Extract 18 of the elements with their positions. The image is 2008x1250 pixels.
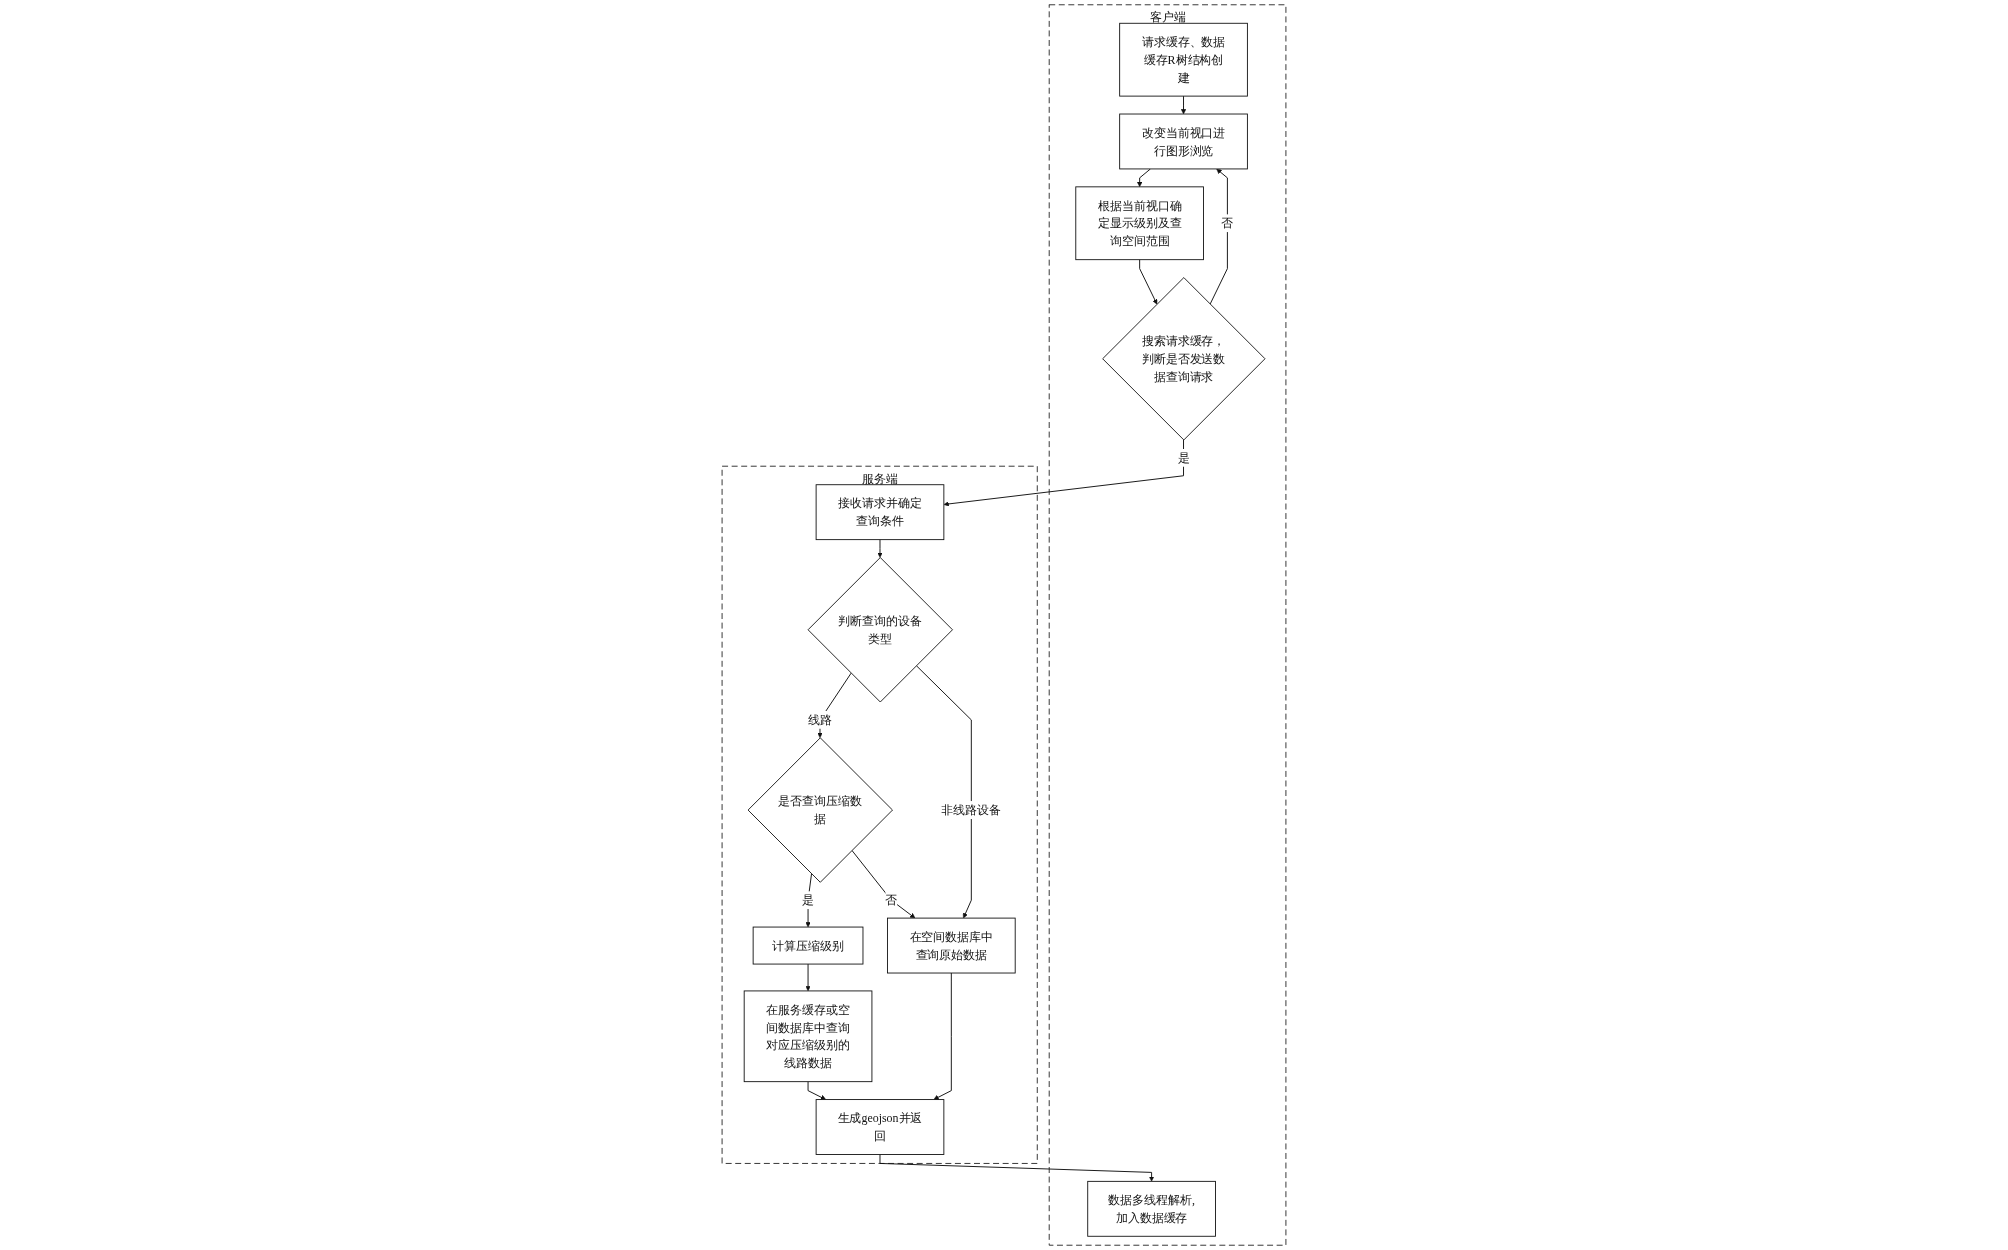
node-diamond: 搜索请求缓存，判断是否发送数据查询请求 — [1102, 277, 1266, 441]
node-box: 在服务缓存或空间数据库中查询对应压缩级别的线路数据 — [743, 990, 873, 1083]
node-box: 生成geojson并返回 — [815, 1099, 945, 1155]
edge-label: 是 — [802, 893, 815, 907]
edge-label: 线路 — [808, 713, 832, 727]
node-box: 接收请求并确定查询条件 — [815, 484, 945, 541]
node-box: 改变当前视口进行图形浏览 — [1119, 113, 1248, 170]
node-box: 根据当前视口确定显示级别及查询空间范围 — [1075, 186, 1204, 261]
node-box: 计算压缩级别 — [752, 926, 864, 965]
node-diamond: 是否查询压缩数据 — [747, 737, 893, 883]
node-box: 在空间数据库中查询原始数据 — [887, 917, 1016, 974]
edge-label: 是 — [1177, 451, 1190, 465]
edge-label: 非线路设备 — [941, 803, 1002, 817]
node-box: 数据多线程解析,加入数据缓存 — [1087, 1180, 1216, 1237]
node-box: 请求缓存、数据缓存R树结构创建 — [1119, 22, 1248, 97]
edge-label: 否 — [1221, 216, 1234, 230]
node-diamond: 判断查询的设备类型 — [807, 557, 953, 703]
edge-label: 否 — [885, 893, 898, 907]
